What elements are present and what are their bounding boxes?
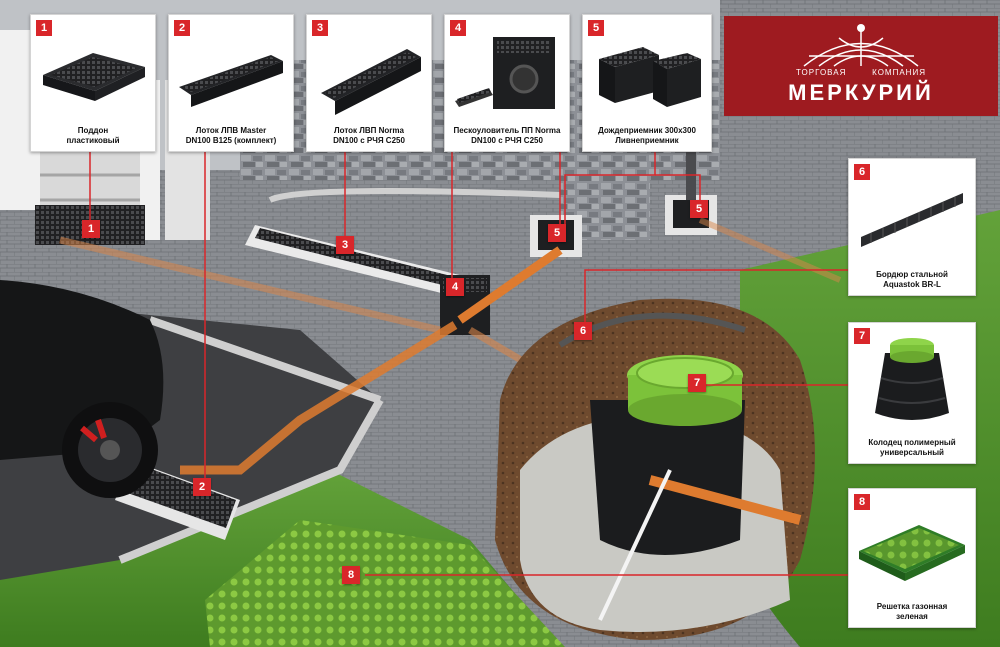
company-logo: ТОРГОВАЯ КОМПАНИЯ МЕРКУРИЙ (724, 16, 998, 116)
product-card-6: 6 Бордюр стальной Aquastok BR-L (848, 158, 976, 296)
product-caption: Решетка газонная зеленая (876, 602, 948, 621)
rain-inlet-icon (599, 47, 701, 107)
scene-marker-4: 4 (446, 278, 464, 296)
product-number: 5 (588, 20, 604, 36)
logo-brand: МЕРКУРИЙ (788, 80, 934, 105)
product-caption: Пескоуловитель ПП Norma DN100 с РЧЯ С250 (453, 126, 561, 145)
product-number: 4 (450, 20, 466, 36)
product-caption: Поддон пластиковый (66, 126, 120, 145)
drain-channel-icon (179, 55, 283, 107)
product-caption: Колодец полимерный универсальный (868, 438, 956, 457)
product-caption: Дождеприемник 300х300 Ливнеприемник (598, 126, 696, 145)
product-number: 8 (854, 494, 870, 510)
product-caption: Бордюр стальной Aquastok BR-L (876, 270, 948, 289)
product-caption: Лоток ЛВП Norma DN100 с РЧЯ С250 (333, 126, 405, 145)
steel-border-icon (861, 193, 963, 247)
lawn-grid-icon (859, 525, 965, 581)
scene-marker-8: 8 (342, 566, 360, 584)
product-card-3: 3 Лоток ЛВП Norma DN100 с РЧЯ С250 (306, 14, 432, 152)
polymer-well-icon (875, 338, 949, 420)
logo-subtitle: ТОРГОВАЯ КОМПАНИЯ (795, 68, 926, 77)
product-card-1: 1 Поддон пластиковый (30, 14, 156, 152)
scene-marker-5a: 5 (548, 224, 566, 242)
product-number: 1 (36, 20, 52, 36)
product-card-2: 2 Лоток ЛПВ Master DN100 B125 (комплект) (168, 14, 294, 152)
product-card-5: 5 Дождеприемник 300х300 Ливнеприемник (582, 14, 712, 152)
scene-marker-3: 3 (336, 236, 354, 254)
scene-marker-6: 6 (574, 322, 592, 340)
drain-channel-norma-icon (321, 49, 421, 115)
product-number: 3 (312, 20, 328, 36)
plastic-tray-icon (43, 53, 145, 101)
sand-trap-icon (455, 37, 555, 109)
product-number: 7 (854, 328, 870, 344)
product-caption: Лоток ЛПВ Master DN100 B125 (комплект) (185, 126, 277, 145)
scene-marker-2: 2 (193, 478, 211, 496)
product-card-8: 8 Решетка газонная зеленая (848, 488, 976, 628)
product-number: 2 (174, 20, 190, 36)
scene-marker-5b: 5 (690, 200, 708, 218)
product-card-4: 4 Пескоуловитель ПП Norma DN100 с РЧЯ С2… (444, 14, 570, 152)
product-card-7: 7 Колодец полимерный универсальный (848, 322, 976, 464)
scene-marker-7: 7 (688, 374, 706, 392)
globe-mercury-icon (803, 24, 919, 67)
scene-marker-1: 1 (82, 220, 100, 238)
product-number: 6 (854, 164, 870, 180)
